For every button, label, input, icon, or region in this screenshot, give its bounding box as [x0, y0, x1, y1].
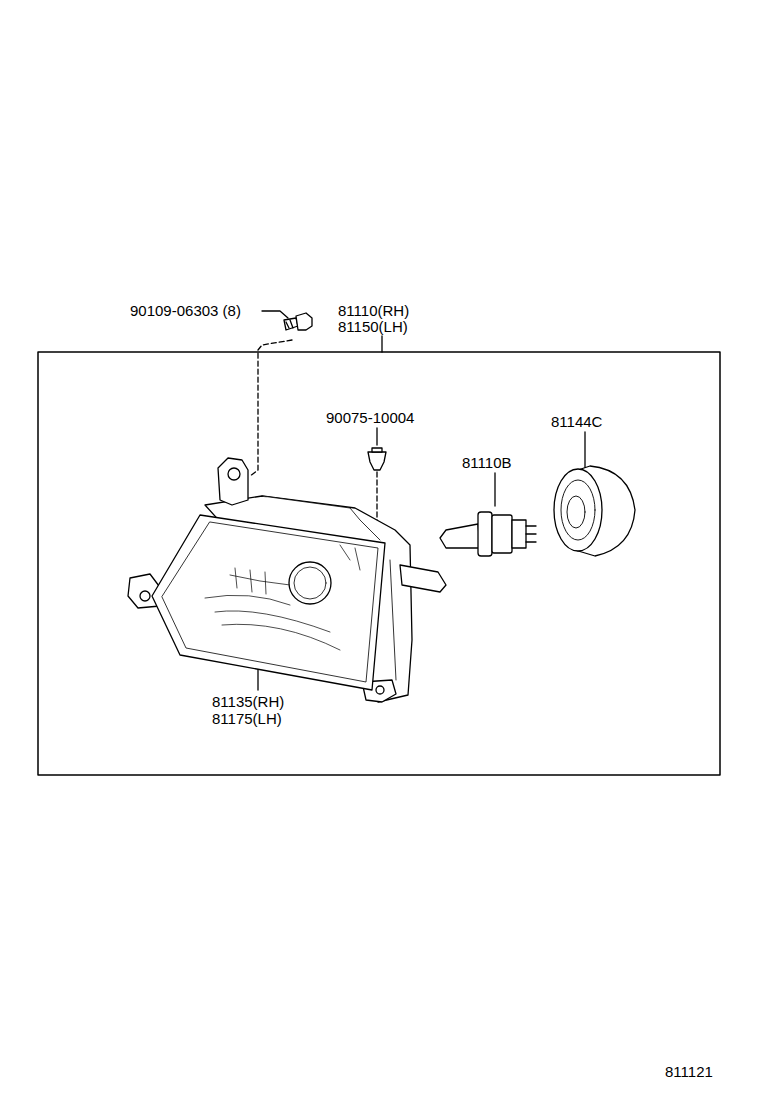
part-number: 90109-06303 (8) [130, 302, 241, 319]
assembly-frame [38, 352, 720, 775]
figure-number: 811121 [665, 1063, 713, 1080]
part-number: 90075-10004 [326, 409, 414, 426]
part-number: 81175(LH) [212, 710, 282, 727]
clip-nut [368, 448, 386, 470]
bulb-cover [554, 466, 635, 556]
part-number: 81110B [462, 454, 512, 471]
bolt [284, 313, 312, 330]
part-number: 81135(RH) [212, 693, 284, 710]
bulb [440, 512, 536, 556]
part-number: 81150(LH) [338, 318, 408, 335]
headlamp-unit [128, 458, 446, 702]
part-number: 81110(RH) [338, 302, 409, 319]
part-number: 81144C [551, 413, 602, 430]
